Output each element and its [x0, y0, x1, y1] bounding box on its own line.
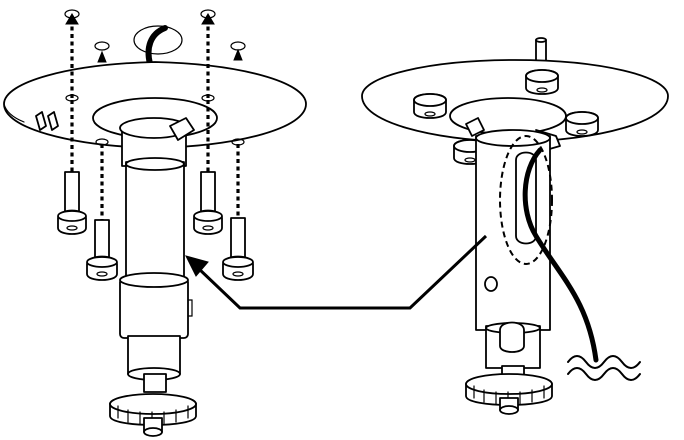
- screw-4: [222, 138, 254, 281]
- right-cable: [522, 147, 599, 363]
- left-pole: [125, 161, 185, 281]
- screw-3: [193, 100, 223, 235]
- top-screw-arrow-2: [200, 9, 216, 98]
- top-screw-arrow-1: [64, 9, 80, 98]
- left-plate-rim: [3, 103, 25, 123]
- cable-slot-highlight: [499, 135, 553, 265]
- plate-screw-2: [525, 69, 559, 95]
- left-clip-icon: [35, 111, 59, 131]
- top-screw-arrow-4: [230, 41, 246, 61]
- top-screw-arrow-3: [94, 41, 110, 63]
- left-cable: [145, 25, 168, 67]
- wavy-cable-end-icon: [567, 355, 641, 381]
- plate-screw-3: [565, 111, 599, 137]
- screw-1: [57, 100, 87, 235]
- left-assembly: [3, 9, 307, 437]
- plate-screw-1: [413, 93, 447, 119]
- right-knob-icon: [465, 373, 553, 415]
- left-pole-bracket: [169, 117, 195, 141]
- right-assembly: [361, 37, 669, 415]
- bent-arrow-icon: [185, 234, 488, 310]
- left-cable-hole: [133, 25, 183, 55]
- right-pole: [475, 135, 551, 331]
- left-pole-cap: [125, 157, 185, 171]
- screw-2: [86, 138, 118, 281]
- left-knob-icon: [109, 393, 197, 437]
